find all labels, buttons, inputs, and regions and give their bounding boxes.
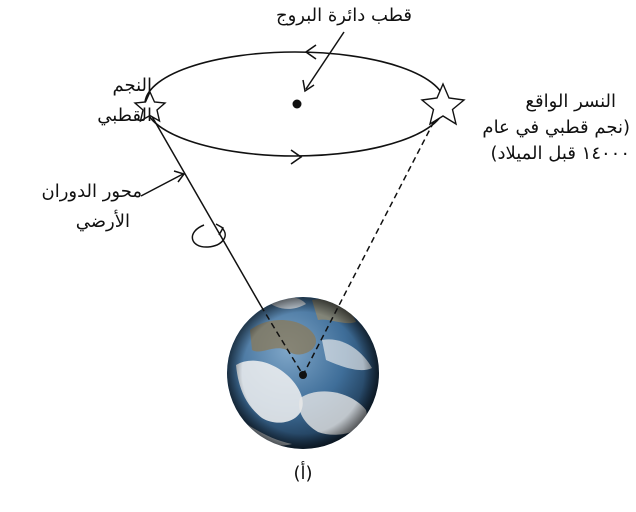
vega-axis-dashed: [303, 104, 443, 375]
polaris-label-line2: القطبي: [52, 104, 152, 128]
polaris-label-line1: النجم: [62, 74, 152, 98]
rotation-axis-solid: [150, 113, 261, 306]
ecliptic-pointer-line: [306, 32, 344, 89]
bottom-direction-arrow: [291, 150, 301, 164]
figure-caption: (أ): [280, 462, 326, 486]
vega-label-line3: ١٤٠٠٠ قبل الميلاد): [440, 142, 630, 166]
rotation-axis-label-line1: محور الدوران: [2, 180, 142, 204]
vega-label-line2: (نجم قطبي في عام: [454, 116, 630, 140]
ecliptic-pole-label: قطب دائرة البروج: [262, 4, 412, 28]
axis-pointer-line: [141, 174, 183, 196]
vega-label-line1: النسر الواقع: [470, 90, 616, 114]
ecliptic-pole-dot: [293, 100, 302, 109]
rotation-axis-label-line2: الأرضي: [30, 210, 130, 234]
